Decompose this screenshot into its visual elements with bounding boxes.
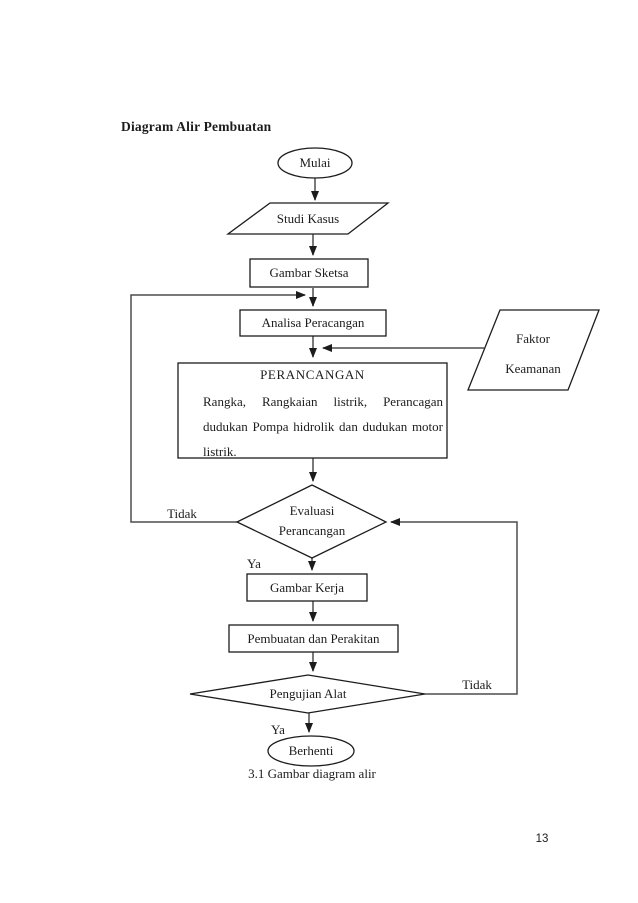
pengujian-ya-edge-label: Ya: [271, 722, 285, 737]
flowchart-shapes: [177, 147, 600, 767]
mulai-terminator-shape: [277, 147, 353, 179]
gambar-kerja-process-shape: [246, 573, 368, 602]
gambar-kerja-label: Gambar Kerja: [270, 580, 344, 595]
berhenti-terminator-shape: [267, 735, 355, 767]
mulai-label: Mulai: [299, 155, 331, 170]
faktor-keamanan-label: Faktor Keamanan: [505, 331, 561, 376]
perancangan-title: PERANCANGAN: [260, 367, 365, 382]
edge-pengujian-tidak-feedback-loop: [390, 518, 518, 695]
studi-kasus-parallelogram-shape: [226, 202, 390, 235]
evaluasi-ya-edge-label: Ya: [247, 556, 261, 571]
pengujian-tidak-edge-label: Tidak: [462, 677, 492, 692]
evaluasi-perancangan-label: Evaluasi Perancangan: [278, 503, 346, 538]
analisa-peracangan-label: Analisa Peracangan: [261, 315, 365, 330]
faktor-keamanan-parallelogram-shape: [467, 309, 600, 391]
evaluasi-tidak-edge-label: Tidak: [167, 506, 197, 521]
berhenti-label: Berhenti: [288, 743, 334, 758]
flowchart-connectors: [130, 178, 518, 733]
gambar-sketsa-label: Gambar Sketsa: [269, 265, 349, 280]
page-title: Diagram Alir Pembuatan: [121, 119, 272, 134]
analisa-peracangan-process-shape: [239, 309, 387, 337]
page-number: 13: [535, 833, 549, 845]
perancangan-process-shape: [177, 362, 448, 459]
figure-caption: 3.1 Gambar diagram alir: [248, 766, 376, 781]
pengujian-decision-diamond-shape: [189, 674, 426, 714]
evaluasi-decision-diamond-shape: [235, 484, 388, 559]
gambar-sketsa-process-shape: [249, 258, 369, 288]
studi-kasus-label: Studi Kasus: [276, 211, 340, 226]
pembuatan-perakitan-process-shape: [228, 624, 399, 653]
perancangan-body-text: Rangka, Rangkaian listrik, Perancagan du…: [203, 394, 443, 459]
edge-evaluasi-tidak-feedback-loop: [130, 291, 306, 523]
pengujian-alat-label: Pengujian Alat: [269, 686, 347, 701]
pembuatan-perakitan-label: Pembuatan dan Perakitan: [247, 631, 380, 646]
